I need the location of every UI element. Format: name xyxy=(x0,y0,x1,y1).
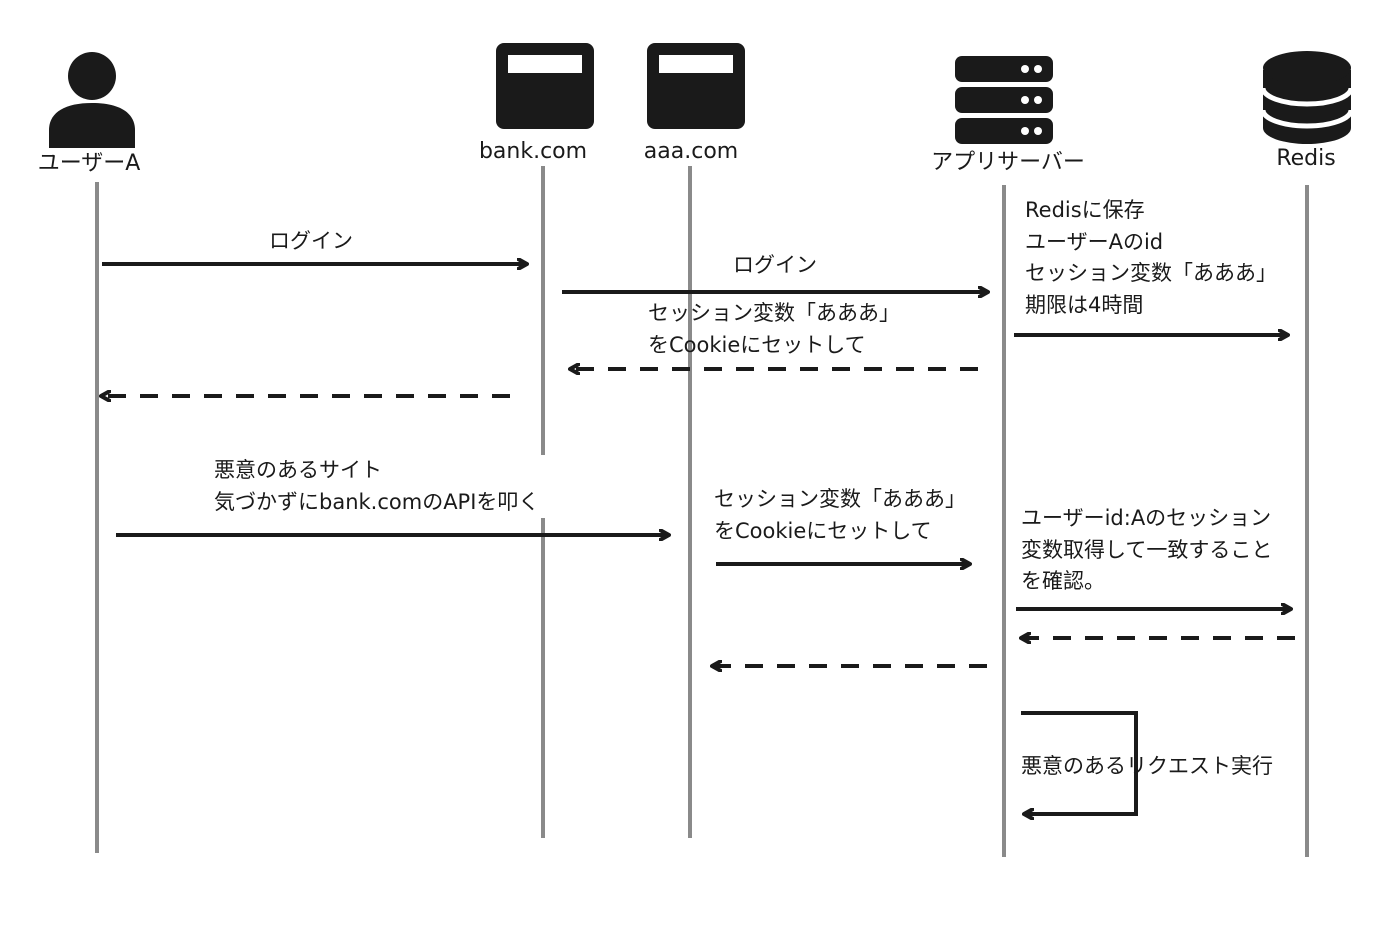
message-label-redis-save: Redisに保存 ユーザーAのid セッション変数「あああ」 期限は4時間 xyxy=(1025,198,1277,317)
browser-window-icon xyxy=(647,43,745,129)
browser-window-icon xyxy=(496,43,594,129)
actor-label-bank: bank.com xyxy=(478,139,588,164)
person-icon xyxy=(49,52,135,148)
message-label-malicious-site: 悪意のあるサイト 気づかずにbank.comのAPIを叩く xyxy=(214,458,540,514)
messages xyxy=(101,264,1295,814)
actor-label-aaa: aaa.com xyxy=(643,139,739,164)
actor-label-redis: Redis xyxy=(1276,146,1336,171)
database-icon xyxy=(1260,51,1354,144)
message-label-verify-session: ユーザーid:Aのセッション 変数取得して一致すること を確認。 xyxy=(1021,506,1273,593)
message-label-set-cookie-1: セッション変数「あああ」 をCookieにセットして xyxy=(648,301,900,357)
actor-label-user-a: ユーザーA xyxy=(37,151,141,176)
actor-label-app-server: アプリサーバー xyxy=(931,150,1085,175)
server-icon xyxy=(955,56,1053,144)
message-label-login-bank: ログイン xyxy=(733,253,817,277)
message-label-login-user: ログイン xyxy=(269,229,353,253)
arrow-self-execute xyxy=(1021,711,1138,814)
message-label-set-cookie-2: セッション変数「あああ」 をCookieにセットして xyxy=(714,487,966,543)
message-label-execute-request: 悪意のあるリクエスト実行 xyxy=(1021,754,1273,778)
lifelines xyxy=(95,166,1309,857)
